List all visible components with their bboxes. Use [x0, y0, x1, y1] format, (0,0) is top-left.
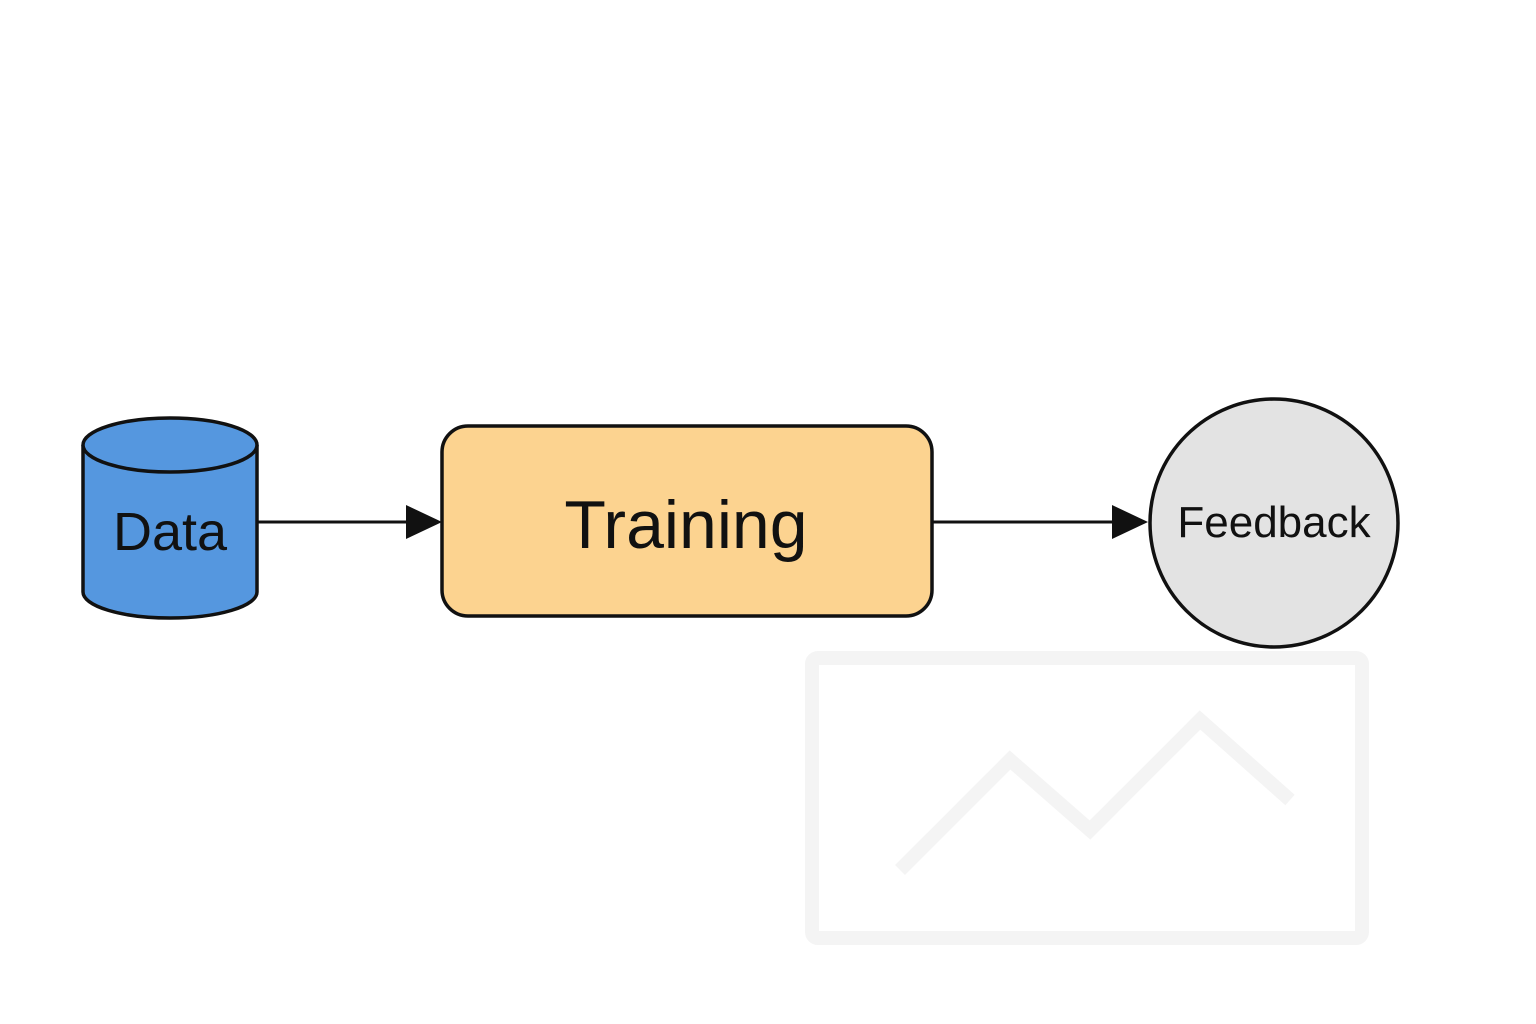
arrowhead-icon — [1112, 505, 1148, 539]
arrowhead-icon — [406, 505, 442, 539]
node-training-label: Training — [564, 487, 807, 563]
cylinder-body — [81, 445, 259, 620]
node-feedback-label: Feedback — [1177, 498, 1371, 547]
node-data-cylinder: Data — [81, 416, 259, 620]
edge-data-to-training — [258, 505, 442, 539]
node-feedback-circle: Feedback — [1148, 397, 1400, 649]
watermark-image-icon — [805, 651, 1369, 945]
node-data-label: Data — [113, 502, 228, 562]
edge-training-to-feedback — [932, 505, 1148, 539]
node-training-box: Training — [440, 424, 934, 618]
cylinder-top — [81, 416, 259, 474]
